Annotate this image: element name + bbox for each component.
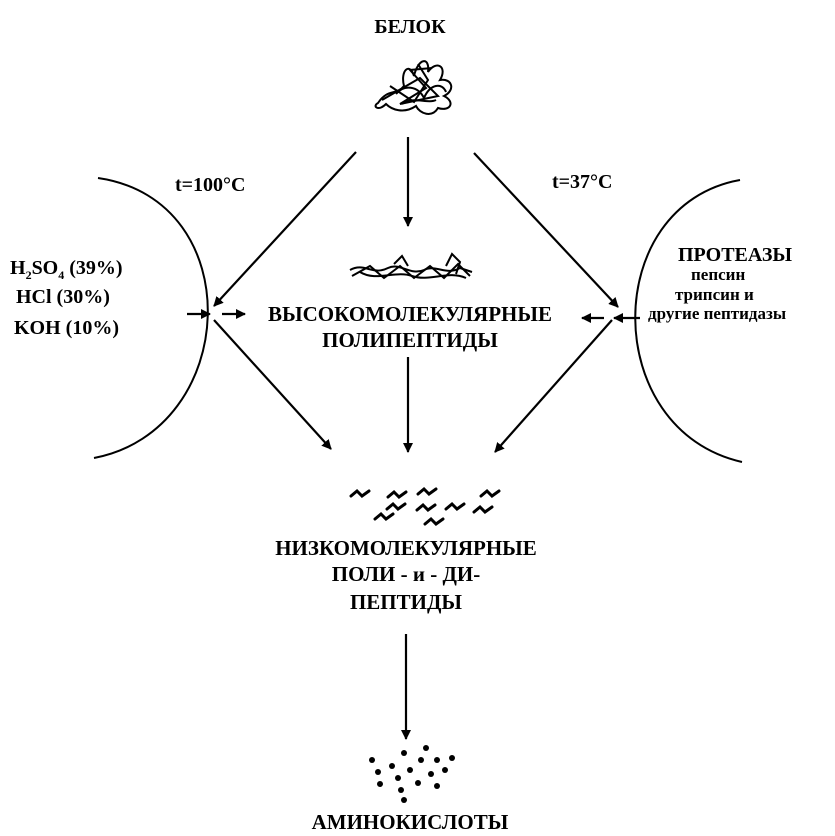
polypeptide-scribble-icon: [349, 252, 473, 280]
low-mw-peptides-line2: ПОЛИ - и - ДИ-: [331, 562, 481, 586]
protease-other-peptidases: другие пептидазы: [648, 304, 787, 323]
amino-acids-label: АМИНОКИСЛОТЫ: [311, 810, 509, 834]
low-mw-peptides-line3: ПЕПТИДЫ: [349, 590, 463, 614]
high-mw-polypeptides-line1: ВЫСОКОМОЛЕКУЛЯРНЫЕ: [268, 302, 552, 326]
base-koh: KOH (10%): [14, 317, 119, 339]
proteases-title: ПРОТЕАЗЫ: [678, 244, 793, 266]
acid-temperature-label: t=100°C: [175, 174, 246, 196]
protease-trypsin: трипсин и: [675, 285, 754, 304]
acid-h2so4: H2SO4 (39%): [10, 257, 123, 282]
dipeptide-squiggles-icon: [349, 486, 501, 526]
high-mw-polypeptides-line2: ПОЛИПЕПТИДЫ: [322, 328, 498, 352]
protein-label: БЕЛОК: [374, 16, 446, 38]
arrow-protein-to-high-right: [473, 152, 619, 308]
enzyme-temperature-label: t=37°C: [552, 171, 613, 193]
low-mw-peptides-line1: НИЗКОМОЛЕКУЛЯРНЫЕ: [275, 536, 537, 560]
arrow-left-to-low: [213, 319, 332, 450]
amino-acid-dots-icon: [369, 745, 455, 803]
arrow-right-to-low: [494, 319, 613, 453]
protein-glob-icon: [374, 60, 453, 115]
protease-pepsin: пепсин: [691, 265, 746, 284]
arrow-protein-to-high-left: [213, 151, 357, 307]
acid-hcl: HCl (30%): [16, 286, 110, 308]
